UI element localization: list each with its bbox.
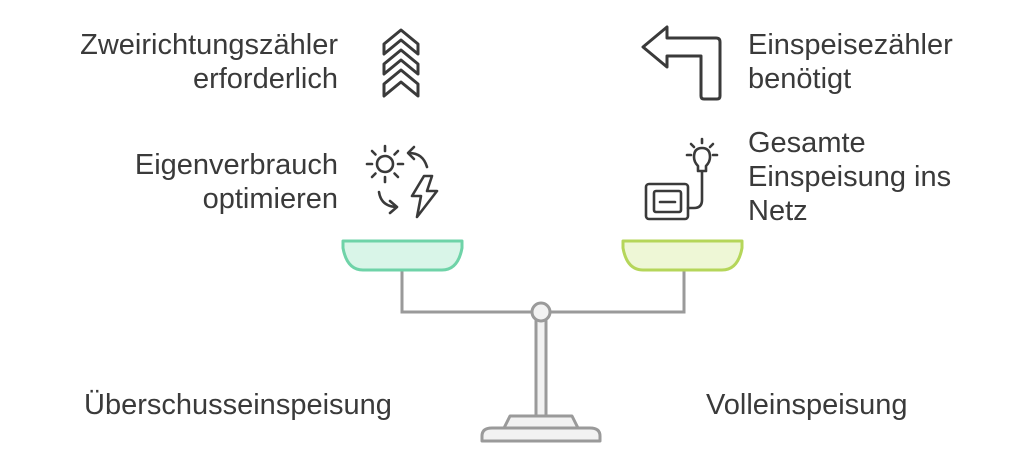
- generator-lightbulb-icon: [644, 137, 719, 221]
- sun-cycle-lightning-icon: [365, 144, 439, 219]
- scale-pillar: [534, 314, 548, 418]
- scale-base-bottom: [480, 426, 602, 443]
- right-option-label: Volleinspeisung: [706, 389, 908, 421]
- double-chevron-up-icon: [382, 28, 420, 98]
- left-benefit-label: Eigenverbrauch optimieren: [134, 149, 338, 215]
- right-requirement-label: Einspeisezähler benötigt: [748, 29, 953, 95]
- turn-left-arrow-icon: [641, 25, 722, 101]
- left-scale-pan: [341, 239, 464, 272]
- scale: [400, 268, 686, 443]
- scale-pivot: [530, 301, 552, 323]
- left-requirement-label: Zweirichtungszähler erforderlich: [80, 29, 338, 95]
- scale-base-top: [502, 414, 580, 430]
- right-benefit-label: Gesamte Einspeisung ins Netz: [748, 127, 952, 227]
- right-scale-pan: [621, 239, 744, 272]
- left-option-label: Überschusseinspeisung: [84, 389, 392, 421]
